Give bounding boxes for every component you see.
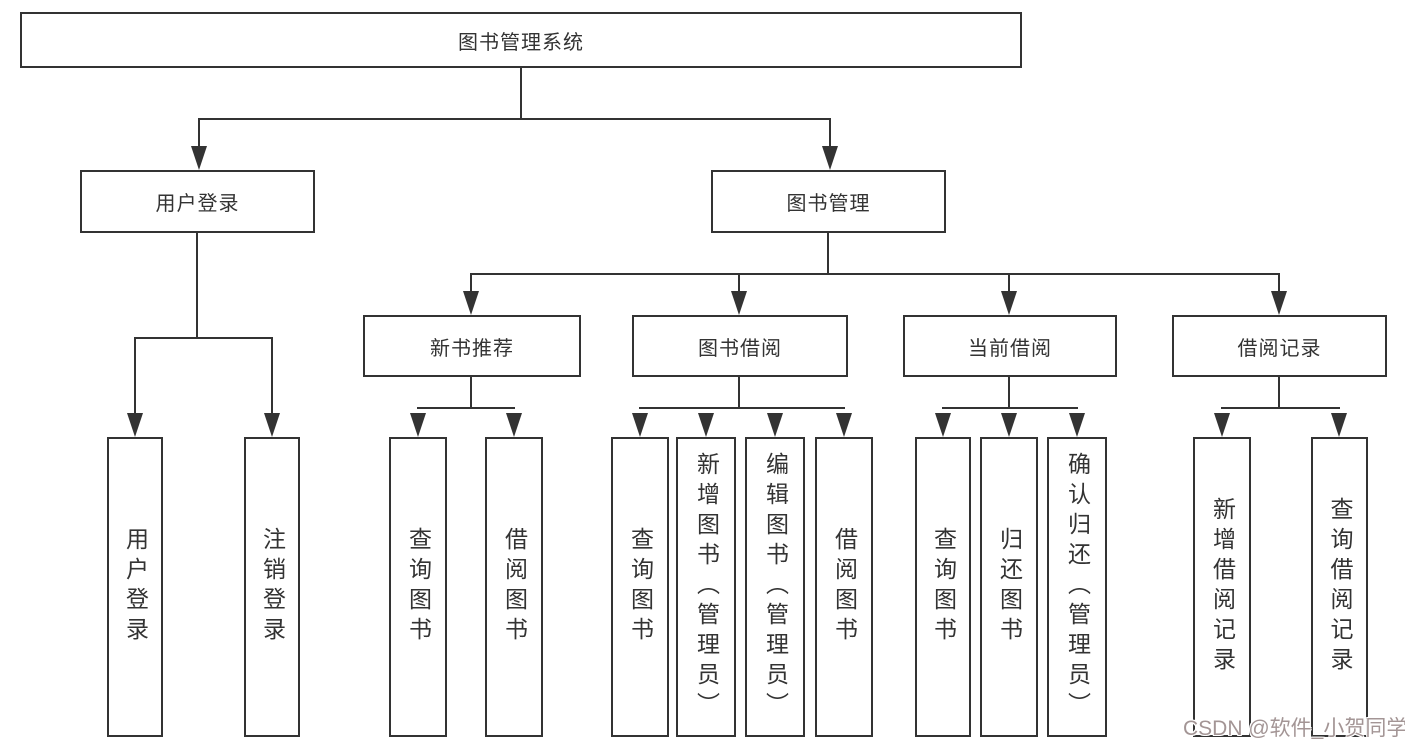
arrow-down-icon [1331,413,1347,437]
connector-line [829,118,831,150]
node-query-books-borrowing: 查询图书 [611,437,669,737]
node-query-borrow-record: 查询借阅记录 [1311,437,1368,737]
connector-line [271,337,273,415]
node-edit-book-admin: 编辑图书（管理员） [745,437,805,737]
arrow-down-icon [1001,413,1017,437]
connector-line [134,337,273,339]
arrow-down-icon [836,413,852,437]
node-book-management: 图书管理 [711,170,946,233]
connector-line [470,273,1280,275]
node-confirm-return-admin: 确认归还（管理员） [1047,437,1107,737]
arrow-down-icon [1271,291,1287,315]
node-current-borrowing: 当前借阅 [903,315,1117,377]
arrow-down-icon [767,413,783,437]
connector-line [520,68,522,120]
connector-line [196,233,198,339]
connector-line [198,118,831,120]
arrow-down-icon [264,413,280,437]
arrow-down-icon [1069,413,1085,437]
node-return-books: 归还图书 [980,437,1038,737]
node-borrow-books-leaf: 借阅图书 [815,437,873,737]
node-borrowing-records: 借阅记录 [1172,315,1387,377]
arrow-down-icon [191,146,207,170]
connector-line [942,407,1078,409]
connector-line [827,233,829,275]
arrow-down-icon [731,291,747,315]
connector-line [1278,273,1280,295]
connector-line [738,273,740,295]
node-borrow-books-recommend: 借阅图书 [485,437,543,737]
node-new-book-recommendation: 新书推荐 [363,315,581,377]
connector-line [1278,377,1280,409]
arrow-down-icon [632,413,648,437]
node-logout-leaf: 注销登录 [244,437,300,737]
connector-line [198,118,200,150]
connector-line [134,337,136,415]
node-add-book-admin: 新增图书（管理员） [676,437,736,737]
node-user-login-leaf: 用户登录 [107,437,163,737]
arrow-down-icon [935,413,951,437]
node-library-management-system: 图书管理系统 [20,12,1022,68]
connector-line [470,273,472,295]
node-query-books-recommend: 查询图书 [389,437,447,737]
arrow-down-icon [698,413,714,437]
connector-line [417,407,515,409]
connector-line [470,377,472,409]
node-add-borrow-record: 新增借阅记录 [1193,437,1251,737]
connector-line [1008,377,1010,409]
connector-line [1221,407,1340,409]
node-query-books-current: 查询图书 [915,437,971,737]
arrow-down-icon [127,413,143,437]
arrow-down-icon [410,413,426,437]
arrow-down-icon [506,413,522,437]
node-book-borrowing: 图书借阅 [632,315,848,377]
connector-line [738,377,740,409]
arrow-down-icon [1214,413,1230,437]
arrow-down-icon [463,291,479,315]
connector-line [1008,273,1010,295]
arrow-down-icon [1001,291,1017,315]
arrow-down-icon [822,146,838,170]
connector-line [639,407,845,409]
watermark: CSDN @软件_小贺同学 [1183,717,1405,740]
node-user-login: 用户登录 [80,170,315,233]
